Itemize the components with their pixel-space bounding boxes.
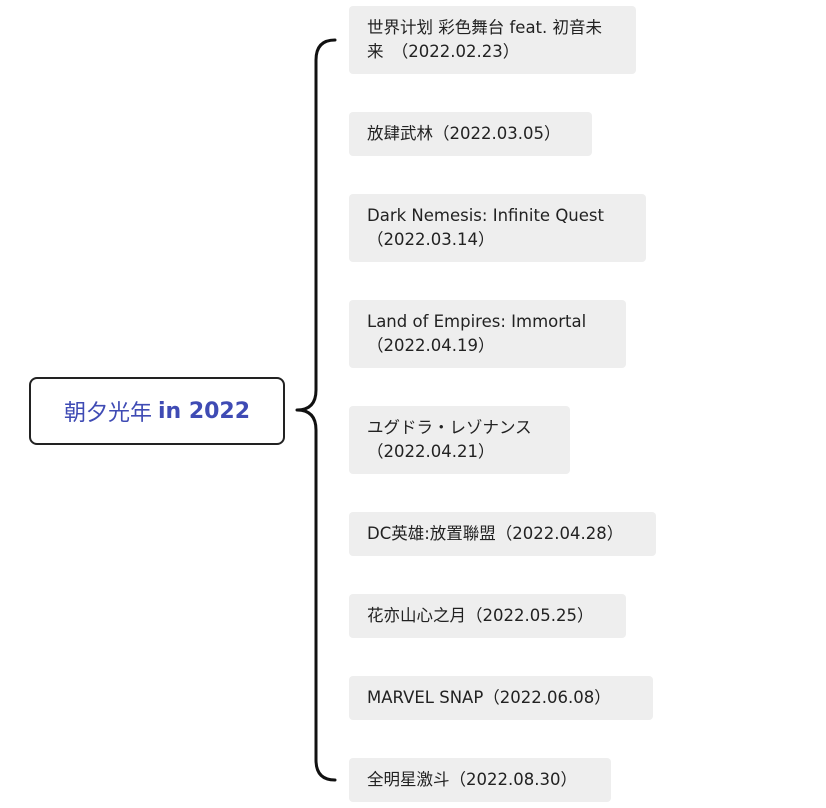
child-node-fangsi-wulin[interactable]: 放肆武林（2022.03.05） [349, 112, 592, 156]
child-node-project-sekai[interactable]: 世界计划 彩色舞台 feat. 初音未来 （2022.02.23） [349, 6, 636, 74]
child-node-label: 全明星激斗（2022.08.30） [367, 770, 577, 789]
root-topic-title-cn: 朝夕光年 [63, 401, 152, 426]
child-node-label: Dark Nemesis: Infinite Quest（2022.03.14） [367, 206, 604, 249]
child-node-land-of-empires[interactable]: Land of Empires: Immortal（2022.04.19） [349, 300, 626, 368]
child-node-label: ユグドラ・レゾナンス（2022.04.21） [367, 418, 532, 461]
child-node-label: 世界计划 彩色舞台 feat. 初音未来 （2022.02.23） [367, 18, 603, 61]
child-node-marvel-snap[interactable]: MARVEL SNAP（2022.06.08） [349, 676, 653, 720]
child-node-label: 放肆武林（2022.03.05） [367, 124, 561, 143]
child-node-dc-heroes[interactable]: DC英雄:放置聯盟（2022.04.28） [349, 512, 656, 556]
child-node-yggdra-resonance[interactable]: ユグドラ・レゾナンス（2022.04.21） [349, 406, 570, 474]
child-node-quanmingxing-jidou[interactable]: 全明星激斗（2022.08.30） [349, 758, 611, 802]
child-node-label: 花亦山心之月（2022.05.25） [367, 606, 594, 625]
child-node-label: Land of Empires: Immortal（2022.04.19） [367, 312, 587, 355]
child-node-dark-nemesis[interactable]: Dark Nemesis: Infinite Quest（2022.03.14） [349, 194, 646, 262]
child-node-label: DC英雄:放置聯盟（2022.04.28） [367, 524, 624, 543]
root-topic-node[interactable]: 朝夕光年 in 2022 [29, 377, 285, 445]
child-node-label: MARVEL SNAP（2022.06.08） [367, 688, 611, 707]
root-topic-title-en: in 2022 [157, 398, 251, 424]
child-node-huayi-shanxin[interactable]: 花亦山心之月（2022.05.25） [349, 594, 626, 638]
